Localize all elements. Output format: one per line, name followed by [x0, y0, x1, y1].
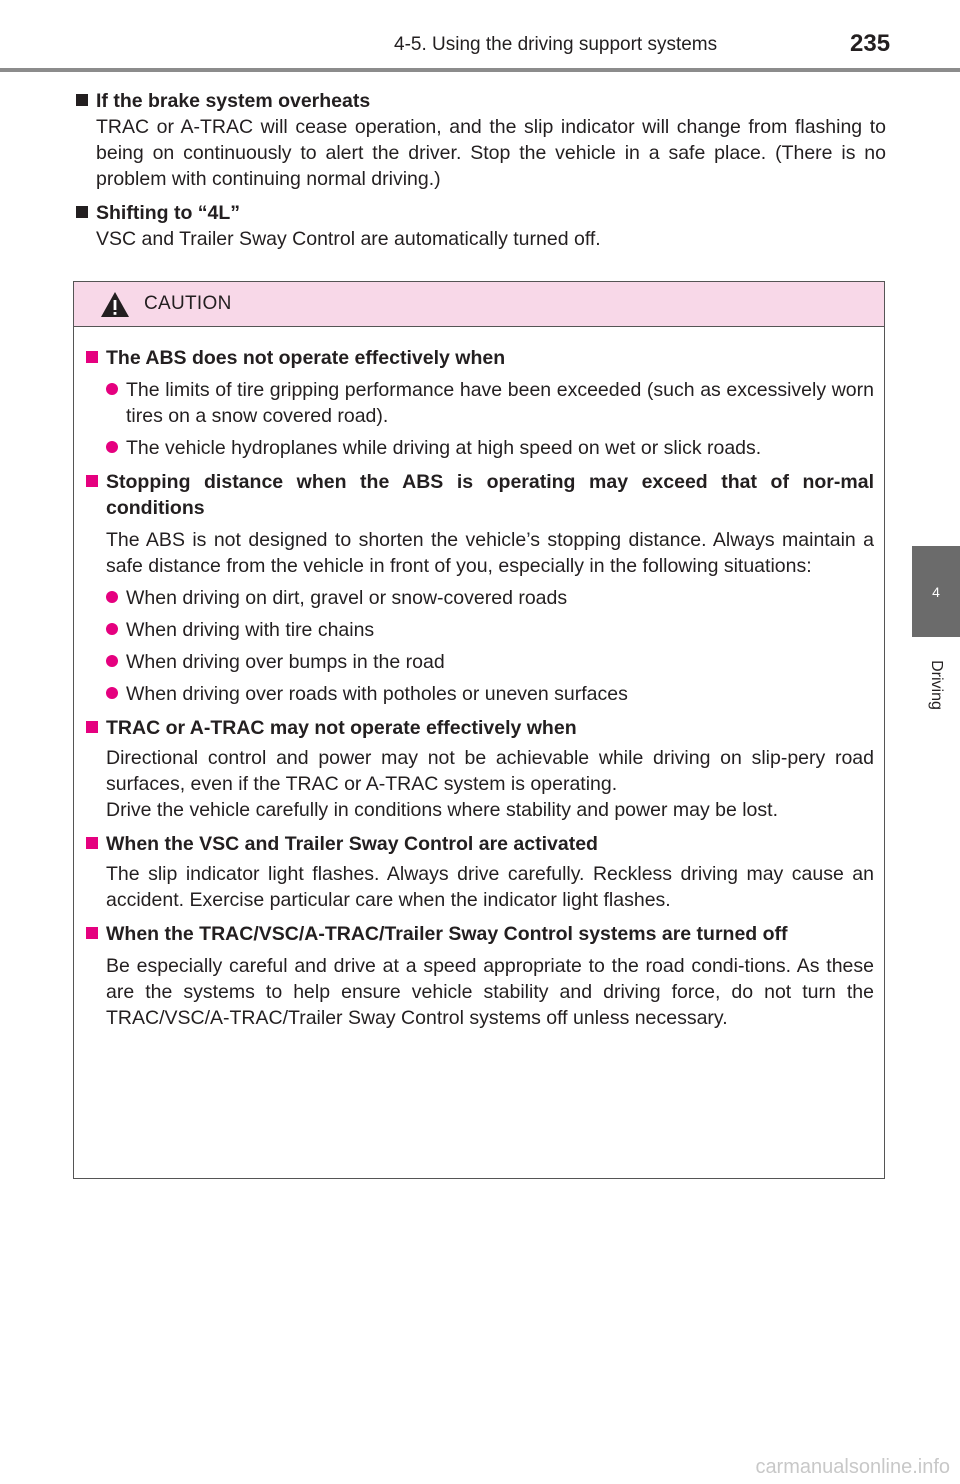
caution-section-vsc-activated: When the VSC and Trailer Sway Control ar… — [86, 831, 874, 913]
list-item: When driving over roads with potholes or… — [106, 681, 874, 707]
heading-text: The ABS does not operate effectively whe… — [106, 347, 506, 369]
square-bullet-icon — [86, 721, 98, 733]
caution-section-trac: TRAC or A-TRAC may not operate effective… — [86, 715, 874, 823]
chapter-tab: 4 — [912, 546, 960, 637]
caution-content: The ABS does not operate effectively whe… — [74, 327, 884, 1031]
section-body: TRAC or A-TRAC will cease operation, and… — [96, 116, 886, 190]
warning-triangle-icon — [101, 291, 129, 317]
caution-body: The ABS is not designed to shorten the v… — [106, 529, 874, 577]
round-bullet-icon — [106, 687, 118, 699]
section-title: 4-5. Using the driving support systems — [394, 34, 718, 55]
list-item-text: The vehicle hydroplanes while driving at… — [126, 437, 762, 459]
square-bullet-icon — [76, 94, 88, 106]
square-bullet-icon — [86, 351, 98, 363]
square-bullet-icon — [86, 927, 98, 939]
heading-text: When the VSC and Trailer Sway Control ar… — [106, 833, 598, 855]
heading-text: If the brake system overheats — [96, 90, 371, 112]
list-item-text: When driving over bumps in the road — [126, 651, 445, 673]
caution-heading: TRAC or A-TRAC may not operate effective… — [86, 715, 874, 741]
heading-text: Shifting to “4L” — [96, 202, 241, 224]
round-bullet-icon — [106, 383, 118, 395]
caution-heading: When the VSC and Trailer Sway Control ar… — [86, 831, 874, 857]
round-bullet-icon — [106, 591, 118, 603]
caution-heading: The ABS does not operate effectively whe… — [86, 345, 874, 371]
square-bullet-icon — [76, 206, 88, 218]
caution-body: Drive the vehicle carefully in condition… — [106, 799, 778, 821]
chapter-label-container: Driving — [912, 645, 960, 725]
list-item: When driving with tire chains — [106, 617, 874, 643]
caution-section-abs: The ABS does not operate effectively whe… — [86, 345, 874, 461]
caution-section-stopping-distance: Stopping distance when the ABS is operat… — [86, 469, 874, 707]
list-item-text: When driving over roads with potholes or… — [126, 683, 628, 705]
list-item: The vehicle hydroplanes while driving at… — [106, 435, 874, 461]
chapter-number: 4 — [932, 583, 940, 600]
page-number: 235 — [850, 30, 891, 57]
watermark: carmanualsonline.info — [755, 1456, 950, 1478]
section-shifting-4l: Shifting to “4L” VSC and Trailer Sway Co… — [76, 200, 886, 252]
section-heading: If the brake system overheats — [76, 88, 886, 114]
heading-text: TRAC or A-TRAC may not operate effective… — [106, 717, 577, 739]
square-bullet-icon — [86, 475, 98, 487]
round-bullet-icon — [106, 441, 118, 453]
caution-header: CAUTION — [74, 282, 884, 327]
list-item: The limits of tire gripping performance … — [106, 377, 874, 429]
caution-heading: Stopping distance when the ABS is operat… — [86, 469, 874, 521]
caution-heading: When the TRAC/VSC/A-TRAC/Trailer Sway Co… — [86, 921, 874, 947]
intro-sections: If the brake system overheats TRAC or A-… — [76, 88, 886, 260]
section-body: VSC and Trailer Sway Control are automat… — [96, 228, 601, 250]
list-item: When driving on dirt, gravel or snow-cov… — [106, 585, 874, 611]
caution-body: Directional control and power may not be… — [106, 747, 874, 795]
heading-text: Stopping distance when the ABS is operat… — [106, 471, 874, 519]
round-bullet-icon — [106, 655, 118, 667]
list-item-text: When driving with tire chains — [126, 619, 375, 641]
caution-section-systems-off: When the TRAC/VSC/A-TRAC/Trailer Sway Co… — [86, 921, 874, 1031]
caution-body: The slip indicator light flashes. Always… — [106, 863, 874, 911]
section-brake-overheat: If the brake system overheats TRAC or A-… — [76, 88, 886, 192]
section-heading: Shifting to “4L” — [76, 200, 886, 226]
chapter-label: Driving — [928, 660, 946, 710]
header-rule — [0, 68, 960, 72]
list-item-text: The limits of tire gripping performance … — [126, 379, 874, 427]
square-bullet-icon — [86, 837, 98, 849]
caution-body: Be especially careful and drive at a spe… — [106, 955, 874, 1029]
list-item-text: When driving on dirt, gravel or snow-cov… — [126, 587, 568, 609]
caution-label: CAUTION — [144, 293, 232, 314]
list-item: When driving over bumps in the road — [106, 649, 874, 675]
caution-box: CAUTION The ABS does not operate effecti… — [73, 281, 885, 1179]
heading-text: When the TRAC/VSC/A-TRAC/Trailer Sway Co… — [106, 923, 788, 945]
round-bullet-icon — [106, 623, 118, 635]
